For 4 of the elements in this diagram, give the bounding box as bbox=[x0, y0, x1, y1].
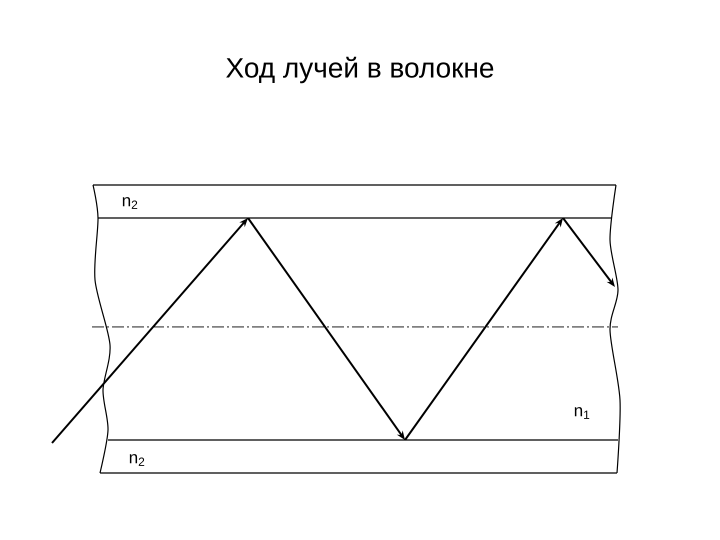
index-label: n$_{2}$ bbox=[130, 454, 144, 466]
title: Ход лучей в волокне bbox=[226, 56, 494, 84]
index-label: n$_{1}$ bbox=[574, 407, 590, 419]
index-label: n$_{2}$ bbox=[122, 197, 138, 209]
